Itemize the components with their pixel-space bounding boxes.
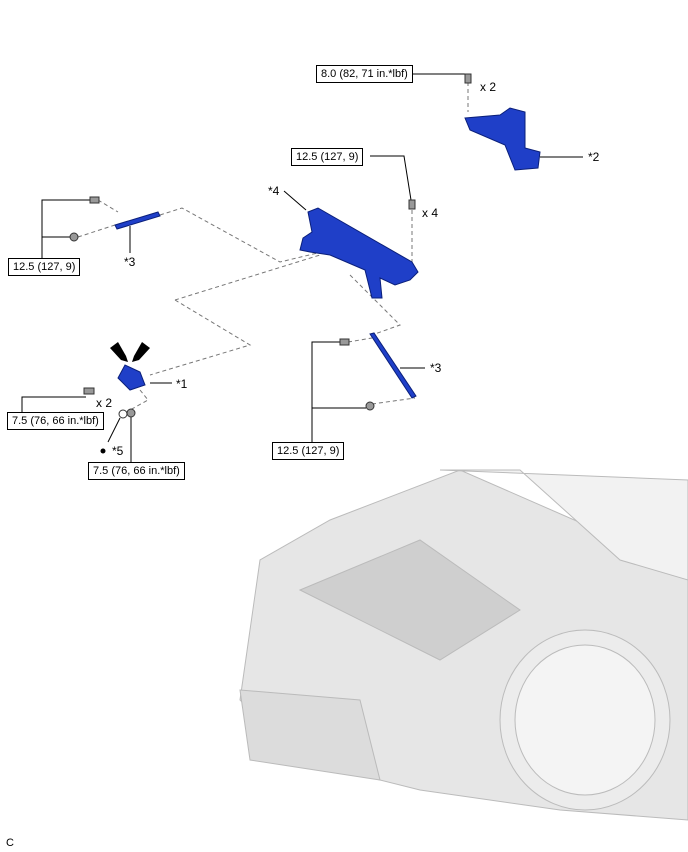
- torque-label-air-duct: 8.0 (82, 71 in.*lbf): [316, 65, 413, 83]
- callout-1: *1: [176, 377, 188, 391]
- callout-5: *5: [112, 444, 124, 458]
- bolt-icon: [464, 73, 472, 84]
- callout-3-right: *3: [430, 361, 442, 375]
- brace-left-part: [114, 211, 161, 230]
- callout-3-left: *3: [124, 255, 136, 269]
- leader-lines: [21, 73, 583, 462]
- torque-label-brace-left: 12.5 (127, 9): [8, 258, 81, 276]
- bolt-icon: [408, 199, 416, 210]
- parts: [114, 107, 541, 399]
- callout-2: *2: [588, 150, 600, 164]
- bullet-icon: [100, 448, 106, 454]
- assembly-dashed-lines: [77, 82, 469, 411]
- washer-icon: [118, 409, 128, 419]
- nut-icon: [126, 408, 136, 418]
- arrow-icon: [132, 342, 150, 362]
- air-duct-part: [464, 107, 541, 171]
- bolt-icon: [339, 338, 350, 346]
- vehicle-illustration: [239, 469, 688, 821]
- nut-icon: [69, 232, 79, 242]
- torque-label-lock-nut: 7.5 (76, 66 in.*lbf): [88, 462, 185, 480]
- quantity-support: x 4: [422, 206, 439, 220]
- callout-4: *4: [268, 184, 280, 198]
- quantity-lock: x 2: [96, 396, 113, 410]
- bolt-icon: [83, 387, 95, 395]
- bolt-icon: [89, 196, 100, 204]
- nut-icon: [365, 401, 375, 411]
- brace-right-part: [369, 332, 417, 399]
- bolts: [69, 73, 472, 419]
- torque-label-brace-right: 12.5 (127, 9): [272, 442, 345, 460]
- direction-arrows: [100, 342, 150, 454]
- figure-code: C: [6, 837, 14, 849]
- torque-label-lock-bolts: 7.5 (76, 66 in.*lbf): [7, 412, 104, 430]
- arrow-icon: [110, 342, 128, 362]
- torque-label-support: 12.5 (127, 9): [291, 148, 364, 166]
- radiator-support-part: [299, 207, 419, 299]
- quantity-duct: x 2: [480, 80, 497, 94]
- hood-lock-part: [117, 364, 146, 391]
